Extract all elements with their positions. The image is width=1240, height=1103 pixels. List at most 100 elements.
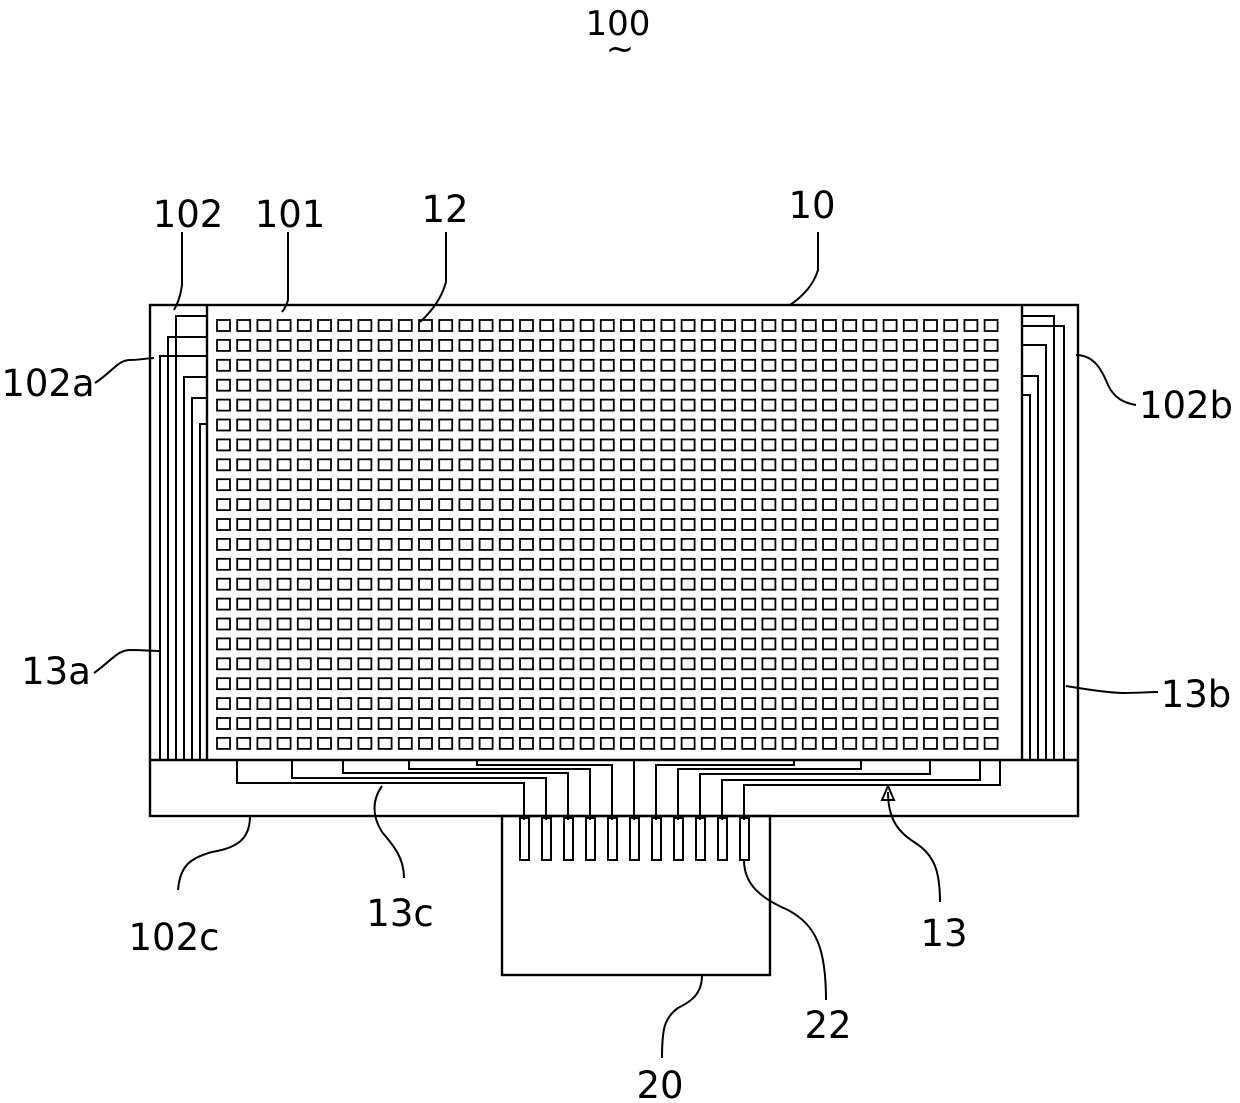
pixel-cell — [399, 340, 412, 351]
pixel-cell — [783, 619, 796, 630]
pixel-cell — [257, 499, 270, 510]
pixel-cell — [480, 400, 493, 411]
pixel-cell — [702, 459, 715, 470]
pixel-cell — [399, 479, 412, 490]
pixel-cell — [803, 459, 816, 470]
pixel-cell — [783, 340, 796, 351]
pixel-cell — [924, 320, 937, 331]
pixel-cell — [742, 698, 755, 709]
pixel-cell — [944, 439, 957, 450]
pixel-cell — [803, 420, 816, 431]
leader-102c — [178, 816, 250, 890]
pixel-cell — [217, 439, 230, 450]
pixel-cell — [884, 658, 897, 669]
pixel-cell — [964, 619, 977, 630]
pixel-cell — [803, 519, 816, 530]
pixel-cell — [581, 459, 594, 470]
pixel-cell — [682, 658, 695, 669]
pixel-cell — [379, 380, 392, 391]
pixel-cell — [702, 559, 715, 570]
pixel-cell — [358, 479, 371, 490]
pixel-cell — [520, 439, 533, 450]
pixel-cell — [944, 678, 957, 689]
pixel-cell — [338, 559, 351, 570]
pixel-cell — [924, 519, 937, 530]
pixel-cell — [742, 638, 755, 649]
pixel-cell — [520, 459, 533, 470]
pixel-cell — [399, 380, 412, 391]
pixel-cell — [682, 718, 695, 729]
pixel-cell — [762, 638, 775, 649]
pixel-cell — [459, 400, 472, 411]
pixel-cell — [298, 738, 311, 749]
pixel-cell — [985, 400, 998, 411]
pixel-cell — [358, 459, 371, 470]
pixel-cell — [641, 638, 654, 649]
pixel-cell — [318, 619, 331, 630]
pixel-cell — [480, 539, 493, 550]
pixel-cell — [964, 360, 977, 371]
pixel-cell — [298, 698, 311, 709]
pixel-cell — [540, 638, 553, 649]
pixel-cell — [459, 698, 472, 709]
pixel-cell — [379, 559, 392, 570]
pixel-cell — [298, 499, 311, 510]
pixel-cell — [399, 360, 412, 371]
pixel-cell — [358, 340, 371, 351]
pixel-cell — [439, 658, 452, 669]
pixel-cell — [500, 678, 513, 689]
label-102b: 102b — [1139, 384, 1233, 427]
pixel-cell — [621, 420, 634, 431]
pixel-cell — [783, 459, 796, 470]
pixel-cell — [682, 420, 695, 431]
pixel-cell — [722, 599, 735, 610]
pixel-cell — [560, 638, 573, 649]
pixel-cell — [904, 559, 917, 570]
pixel-cell — [702, 360, 715, 371]
pixel-cell — [661, 400, 674, 411]
pixel-cell — [379, 698, 392, 709]
pixel-cell — [459, 519, 472, 530]
pixel-cell — [480, 698, 493, 709]
pixel-cell — [358, 439, 371, 450]
pixel-cell — [803, 439, 816, 450]
pixel-cell — [581, 420, 594, 431]
pixel-cell — [439, 579, 452, 590]
pixel-cell — [480, 320, 493, 331]
pixel-cell — [217, 400, 230, 411]
pixel-cell — [338, 499, 351, 510]
pixel-cell — [237, 718, 250, 729]
pixel-cell — [964, 400, 977, 411]
pixel-cell — [237, 459, 250, 470]
pixel-cell — [419, 599, 432, 610]
pixel-cell — [237, 479, 250, 490]
pixel-cell — [661, 638, 674, 649]
pixel-cell — [500, 619, 513, 630]
pixel-cell — [257, 380, 270, 391]
pixel-cell — [399, 698, 412, 709]
pixel-cell — [257, 619, 270, 630]
pixel-cell — [641, 459, 654, 470]
pixel-cell — [540, 320, 553, 331]
pixel-cell — [278, 678, 291, 689]
pixel-cell — [257, 599, 270, 610]
pixel-cell — [399, 678, 412, 689]
pixel-cell — [581, 698, 594, 709]
pixel-cell — [338, 738, 351, 749]
pixel-cell — [843, 439, 856, 450]
pixel-cell — [863, 698, 876, 709]
pixel-cell — [318, 320, 331, 331]
pixel-cell — [722, 539, 735, 550]
pixel-cell — [843, 380, 856, 391]
pixel-cell — [682, 678, 695, 689]
pixel-cell — [379, 658, 392, 669]
pixel-cell — [520, 599, 533, 610]
pixel-cell — [884, 499, 897, 510]
pixel-cell — [843, 678, 856, 689]
pixel-cell — [783, 519, 796, 530]
pixel-cell — [237, 678, 250, 689]
pixel-cell — [682, 539, 695, 550]
pixel-cell — [843, 599, 856, 610]
pixel-cell — [480, 619, 493, 630]
pixel-cell — [439, 738, 452, 749]
